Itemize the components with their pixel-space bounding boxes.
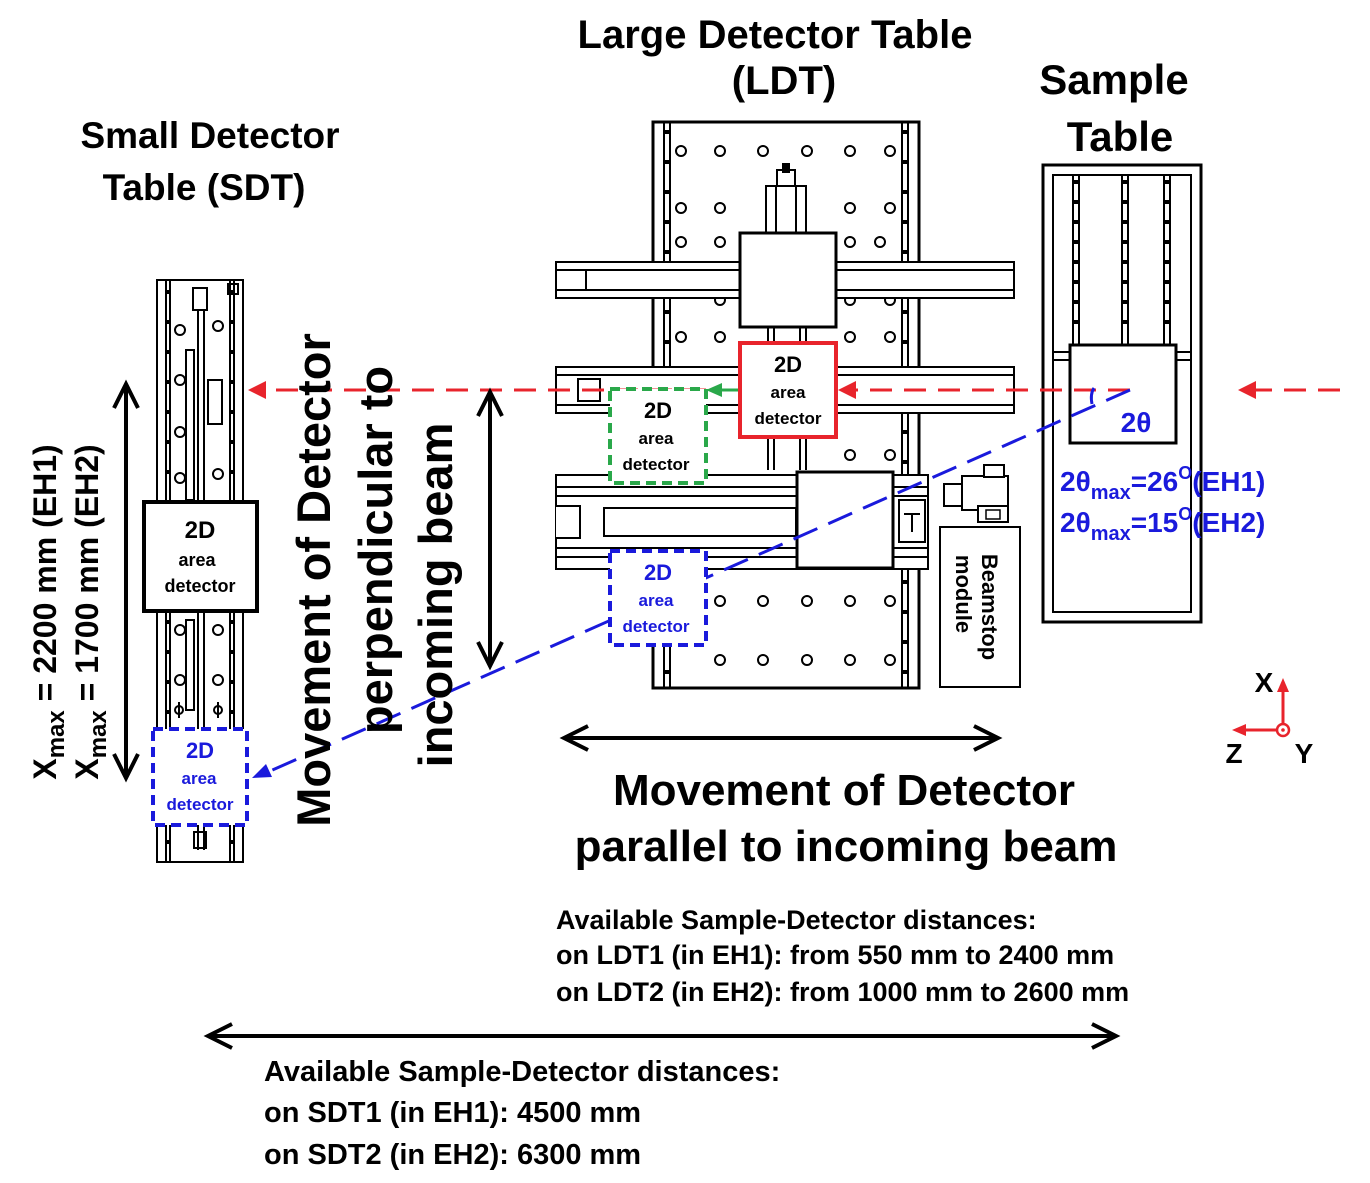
detector-label-2d: 2D	[644, 398, 672, 423]
movement-perpendicular-line2: perpendicular to	[349, 366, 402, 734]
sdt1-distance: on SDT1 (in EH1): 4500 mm	[264, 1097, 641, 1129]
detector-label-2d: 2D	[644, 560, 672, 585]
ldt-title-line1: Large Detector Table	[578, 13, 973, 57]
ldt-horizontal-arrow	[559, 724, 1003, 752]
sample-title-line2: Table	[1067, 113, 1174, 160]
ldt-title-line2: (LDT)	[732, 59, 836, 103]
detector-label-2d: 2D	[186, 738, 214, 763]
sdt2-distance: on SDT2 (in EH2): 6300 mm	[264, 1139, 641, 1171]
detector-label-detector: detector	[622, 617, 689, 636]
ldt1-distance: on LDT1 (in EH1): from 550 mm to 2400 mm	[556, 940, 1114, 970]
detector-label-area: area	[771, 383, 807, 402]
coordinate-axes: X Z Y	[1225, 667, 1313, 769]
beamstop-label-line2: module	[951, 555, 976, 633]
detector-label-detector: detector	[754, 409, 821, 428]
sdt-distances-heading: Available Sample-Detector distances:	[264, 1056, 780, 1088]
incoming-beam	[1238, 381, 1340, 399]
green-move-arrow	[706, 383, 740, 397]
sdt-vertical-arrow	[112, 379, 140, 783]
sdt-detector-black: 2D area detector	[142, 500, 259, 613]
detector-label-2d: 2D	[774, 352, 802, 377]
axis-label-y: Y	[1295, 738, 1314, 769]
ldt-detector-red: 2D area detector	[738, 341, 838, 439]
ldt-detector-blue: 2D area detector	[608, 549, 708, 647]
beamstop-module: Beamstop module	[939, 464, 1021, 688]
axis-label-z: Z	[1225, 738, 1242, 769]
detector-label-area: area	[178, 550, 216, 570]
detector-label-area: area	[182, 769, 218, 788]
ldt-distances-heading: Available Sample-Detector distances:	[556, 905, 1037, 935]
detector-label-area: area	[639, 429, 675, 448]
sample-table	[1041, 163, 1203, 624]
movement-perpendicular-line3: incoming beam	[409, 423, 462, 768]
ldt2-distance: on LDT2 (in EH2): from 1000 mm to 2600 m…	[556, 977, 1129, 1007]
detector-label-area: area	[639, 591, 675, 610]
detector-label-detector: detector	[166, 795, 233, 814]
two-theta-max-eh1: 2θmax=26O(EH1)	[1060, 463, 1265, 504]
detector-label-detector: detector	[164, 576, 235, 596]
ldt-vertical-arrow	[476, 387, 504, 671]
two-theta-max-eh2: 2θmax=15O(EH2)	[1060, 504, 1265, 545]
axis-label-x: X	[1255, 667, 1274, 698]
sdt-detector-blue: 2D area detector	[151, 727, 249, 827]
two-theta-label: 2θ	[1121, 407, 1152, 438]
beamstop-label-line1: Beamstop	[977, 554, 1002, 660]
xmax-eh1: Xmax = 2200 mm (EH1)	[27, 444, 70, 779]
detector-label-detector: detector	[622, 455, 689, 474]
sdt-title-line2: Table (SDT)	[103, 167, 306, 208]
sdt-horizontal-arrow	[203, 1022, 1121, 1050]
xmax-eh2: Xmax = 1700 mm (EH2)	[69, 444, 112, 779]
sdt-title-line1: Small Detector	[80, 115, 339, 156]
movement-perpendicular-line1: Movement of Detector	[287, 333, 340, 827]
movement-parallel-line1: Movement of Detector	[613, 766, 1075, 815]
ldt-detector-green: 2D area detector	[608, 387, 708, 485]
detector-label-2d: 2D	[185, 517, 216, 544]
movement-parallel-line2: parallel to incoming beam	[575, 822, 1118, 871]
sample-title-line1: Sample	[1039, 56, 1188, 103]
